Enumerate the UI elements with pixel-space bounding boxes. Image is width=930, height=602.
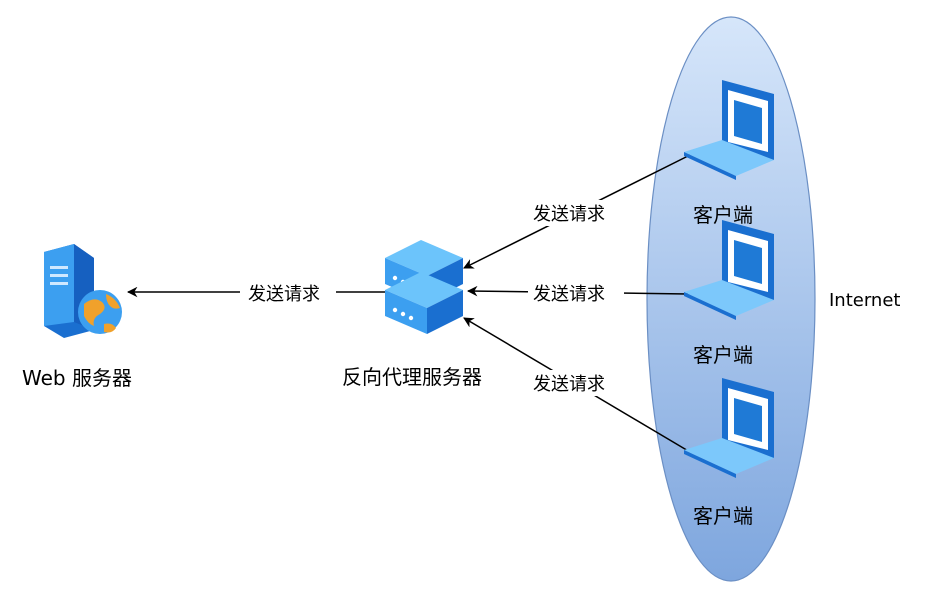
- laptop-icon: [684, 80, 774, 180]
- edge-label: 发送请求: [248, 284, 320, 305]
- edge-label: 发送请求: [533, 374, 605, 395]
- edge-client3-to-proxy: 发送请求: [463, 317, 691, 453]
- laptop-icon: [684, 220, 774, 320]
- laptop-icon: [684, 378, 774, 478]
- stacked-server-icon: [385, 240, 463, 334]
- client-label: 客户端: [693, 343, 753, 367]
- edge-proxy-to-web: 发送请求: [126, 280, 386, 306]
- web-server-label: Web 服务器: [22, 366, 132, 390]
- internet-label: Internet: [829, 290, 900, 311]
- edge-label: 发送请求: [533, 284, 605, 305]
- client-label: 客户端: [693, 504, 753, 528]
- edge-client2-to-proxy: 发送请求: [466, 280, 689, 306]
- edge-label: 发送请求: [533, 204, 605, 225]
- edge-client1-to-proxy: 发送请求: [463, 154, 691, 269]
- reverse-proxy-label: 反向代理服务器: [342, 365, 482, 389]
- web-server-globe-icon: [44, 244, 122, 338]
